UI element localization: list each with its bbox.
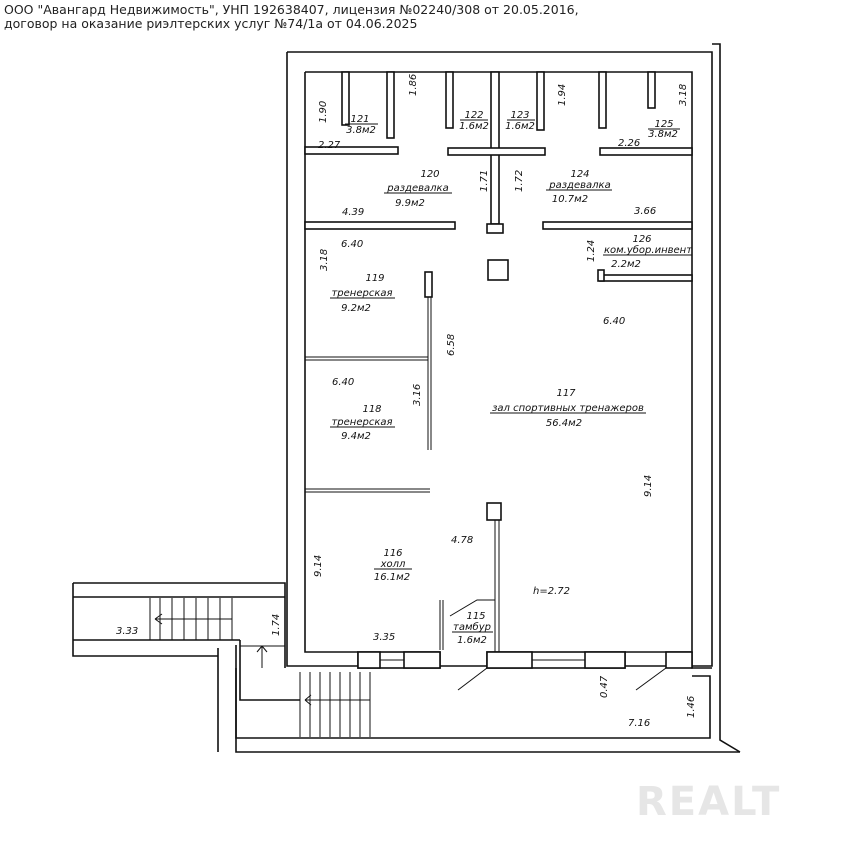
svg-text:1.6м2: 1.6м2	[459, 121, 489, 132]
svg-text:0.47: 0.47	[599, 675, 610, 698]
dimension-labels: 1.90 1.86 1.94 3.18 2.27 2.26 1.71 1.72 …	[116, 74, 697, 729]
svg-text:1.6м2: 1.6м2	[457, 635, 487, 646]
svg-text:115: 115	[466, 611, 485, 622]
svg-text:6.40: 6.40	[603, 316, 625, 327]
room-117: 117 зал спортивных тренажеров 56.4м2	[490, 388, 646, 429]
header-line-2: договор на оказание риэлтерских услуг №7…	[4, 16, 418, 31]
svg-text:тренерская: тренерская	[331, 417, 392, 428]
svg-text:2.27: 2.27	[318, 140, 341, 151]
svg-text:9.4м2: 9.4м2	[341, 431, 371, 442]
svg-text:1.90: 1.90	[318, 101, 329, 123]
svg-text:118: 118	[362, 404, 381, 415]
svg-text:1.6м2: 1.6м2	[505, 121, 535, 132]
svg-text:6.40: 6.40	[332, 377, 354, 388]
svg-text:9.14: 9.14	[643, 475, 654, 497]
svg-text:4.39: 4.39	[342, 207, 364, 218]
svg-text:9.2м2: 9.2м2	[341, 303, 371, 314]
svg-text:123: 123	[510, 110, 529, 121]
svg-text:3.66: 3.66	[634, 206, 656, 217]
svg-text:h=2.72: h=2.72	[533, 586, 570, 597]
svg-text:ком.убор.инвент: ком.убор.инвент	[604, 244, 693, 256]
room-123: 123 1.6м2	[505, 110, 535, 132]
room-120: 120 раздевалка 9.9м2	[384, 169, 452, 209]
svg-text:6.40: 6.40	[341, 239, 363, 250]
svg-text:7.16: 7.16	[628, 718, 650, 729]
svg-text:раздевалка: раздевалка	[386, 183, 448, 194]
svg-text:121: 121	[350, 114, 369, 125]
svg-text:1.72: 1.72	[514, 170, 525, 192]
svg-text:раздевалка: раздевалка	[548, 180, 610, 191]
svg-text:10.7м2: 10.7м2	[552, 194, 588, 205]
svg-text:3.33: 3.33	[116, 626, 138, 637]
svg-text:120: 120	[420, 169, 439, 180]
svg-text:3.18: 3.18	[678, 84, 689, 106]
svg-text:117: 117	[556, 388, 576, 399]
svg-text:3.35: 3.35	[373, 632, 395, 643]
windows	[357, 651, 693, 691]
svg-text:3.8м2: 3.8м2	[648, 129, 678, 140]
svg-text:1.46: 1.46	[686, 696, 697, 718]
room-119: 119 тренерская 9.2м2	[330, 273, 395, 314]
room-118: 118 тренерская 9.4м2	[330, 404, 395, 442]
svg-text:16.1м2: 16.1м2	[374, 572, 410, 583]
svg-text:3.8м2: 3.8м2	[346, 125, 376, 136]
partitions	[304, 71, 693, 652]
svg-text:2.26: 2.26	[618, 138, 640, 149]
svg-text:3.16: 3.16	[412, 384, 423, 406]
svg-text:119: 119	[365, 273, 384, 284]
svg-text:1.74: 1.74	[271, 614, 282, 636]
room-122: 122 1.6м2	[459, 110, 489, 132]
staircase-lower	[240, 645, 371, 737]
svg-text:125: 125	[654, 119, 673, 130]
svg-text:126: 126	[632, 234, 651, 245]
svg-text:1.71: 1.71	[479, 170, 490, 192]
svg-text:зал спортивных тренажеров: зал спортивных тренажеров	[492, 403, 644, 414]
room-124: 124 раздевалка 10.7м2	[546, 169, 612, 205]
room-125: 125 3.8м2	[648, 119, 680, 140]
svg-text:116: 116	[383, 548, 402, 559]
svg-text:тренерская: тренерская	[331, 288, 392, 299]
svg-text:9.14: 9.14	[313, 555, 324, 577]
svg-text:1.24: 1.24	[586, 240, 597, 262]
svg-text:124: 124	[570, 169, 589, 180]
svg-text:холл: холл	[380, 559, 406, 570]
svg-text:тамбур: тамбур	[453, 621, 491, 633]
svg-text:6.58: 6.58	[446, 334, 457, 356]
svg-text:122: 122	[464, 110, 483, 121]
svg-text:1.94: 1.94	[557, 84, 568, 106]
realt-watermark-logo: REALT	[636, 779, 781, 825]
room-126: 126 ком.убор.инвент 2.2м2	[603, 234, 693, 270]
svg-text:56.4м2: 56.4м2	[546, 418, 582, 429]
header-line-1: ООО "Авангард Недвижимость", УНП 1926384…	[4, 2, 579, 17]
staircase-upper	[149, 598, 233, 640]
room-121: 121 3.8м2	[345, 114, 378, 136]
header-caption: ООО "Авангард Недвижимость", УНП 1926384…	[4, 3, 579, 31]
room-116: 116 холл 16.1м2	[374, 548, 412, 583]
svg-text:2.2м2: 2.2м2	[611, 259, 641, 270]
svg-text:3.18: 3.18	[319, 249, 330, 271]
svg-text:4.78: 4.78	[451, 535, 473, 546]
svg-text:9.9м2: 9.9м2	[395, 198, 425, 209]
svg-text:1.86: 1.86	[408, 74, 419, 96]
room-115: 115 тамбур 1.6м2	[452, 611, 493, 646]
